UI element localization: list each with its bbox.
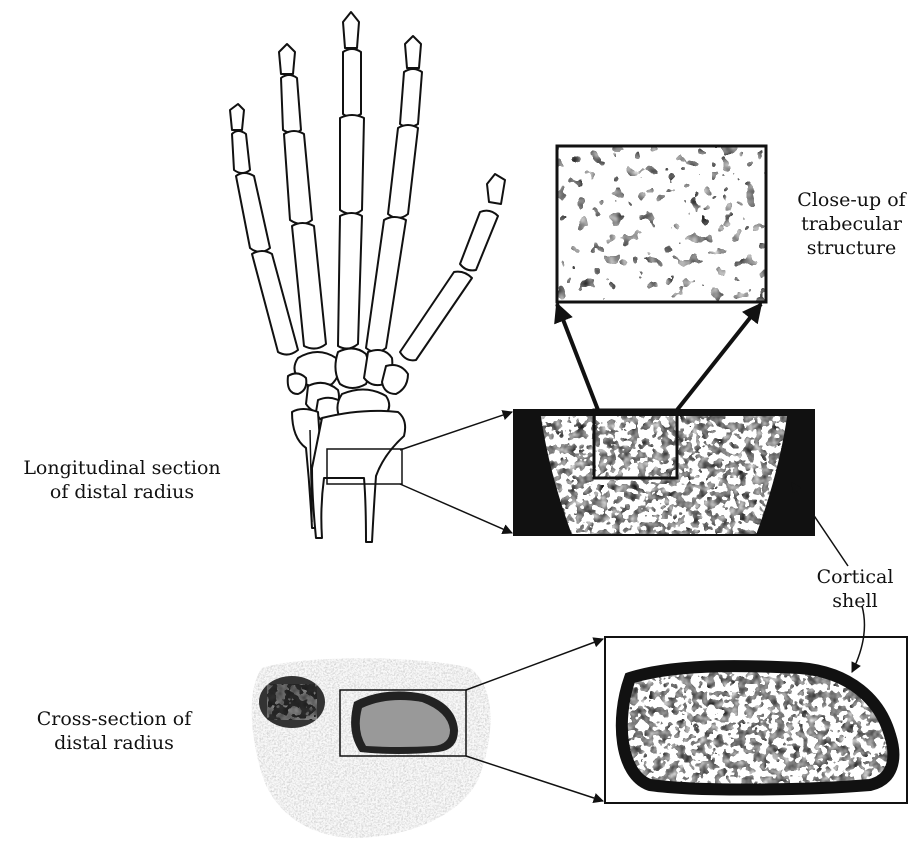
longitudinal-label-line1: Longitudinal section [2, 456, 242, 480]
finger-3 [338, 12, 364, 349]
longitudinal-label: Longitudinal section of distal radius [2, 456, 242, 504]
finger-4 [366, 36, 422, 352]
longitudinal-section-panel [514, 410, 814, 535]
cross-label-line2: distal radius [14, 731, 214, 755]
closeup-label-line1: Close-up of [784, 188, 919, 212]
hand-skeleton [230, 12, 505, 542]
cortical-label-line1: Cortical [800, 565, 910, 589]
cortical-shell-label: Cortical shell [800, 565, 910, 613]
closeup-label-line3: structure [784, 236, 919, 260]
cortical-label-line2: shell [800, 589, 910, 613]
cross-section-scan [240, 650, 510, 843]
closeup-label: Close-up of trabecular structure [784, 188, 919, 260]
closeup-label-line2: trabecular [784, 212, 919, 236]
thumb [400, 174, 505, 360]
cross-section-enlarged-panel [605, 637, 907, 803]
closeup-panel [557, 146, 766, 302]
longitudinal-label-line2: of distal radius [2, 480, 242, 504]
radius-bone [312, 411, 405, 542]
cross-label-line1: Cross-section of [14, 707, 214, 731]
cross-section-label: Cross-section of distal radius [14, 707, 214, 755]
